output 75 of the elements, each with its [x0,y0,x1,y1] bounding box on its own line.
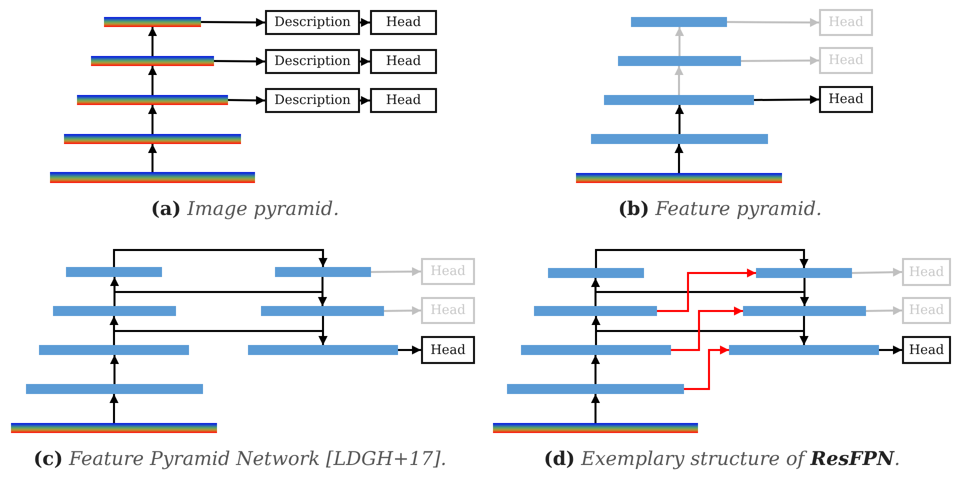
arrow [384,306,422,316]
arrow [675,27,684,56]
arrow [148,105,157,134]
arrow [671,306,743,351]
arrow [800,316,808,345]
image-bar [64,134,241,144]
figure-caption: (d) Exemplary structure of ResFPN. [544,448,900,470]
arrow [591,394,600,423]
arrow [591,355,600,384]
description-box: Description [265,88,360,113]
arrow [201,18,265,27]
arrow [318,277,327,306]
arrow [398,346,421,354]
image-bar [493,423,698,433]
image-bar [50,172,255,183]
arrow [360,96,370,105]
arrow [657,268,756,312]
feature-map-bar [26,384,203,394]
arrow [110,394,118,423]
arrow [674,144,684,173]
feature-map-bar [39,345,189,355]
arrow [675,105,684,134]
feature-map-bar [53,306,176,316]
feature-map-bar [631,17,727,27]
feature-map-bar [507,384,684,394]
feature-map-bar [591,134,768,144]
feature-map-bar [261,306,384,316]
arrow [595,249,808,268]
feature-map-bar [248,345,398,355]
description-box: Description [265,49,360,74]
image-bar [11,423,217,433]
feature-map-bar [618,56,741,66]
arrow [754,95,819,104]
figure-caption: (a) Image pyramid. [150,198,340,220]
head-box: Head [902,336,951,364]
arrow [110,355,119,384]
head-box: Head [370,88,437,113]
feature-map-bar [548,268,644,278]
image-bar [576,173,782,183]
arrow [148,144,157,172]
feature-map-bar [275,267,371,277]
head-box: Head [370,10,437,35]
arrow [360,57,370,66]
arrow [228,96,266,105]
arrow [318,316,328,345]
arrow [727,18,819,27]
arrow [741,56,819,66]
figure-caption: (c) Feature Pyramid Network [LDGH+17]. [33,448,447,470]
arrow [360,18,370,27]
arrow [214,56,266,66]
feature-map-bar [756,268,852,278]
arrow [866,306,902,316]
arrow [113,249,328,267]
arrow [370,267,422,276]
image-bar [104,17,201,27]
feature-map-bar [604,95,754,105]
arrow [800,278,809,306]
arrow [879,346,902,354]
feature-map-bar [521,345,671,355]
arrow [684,346,729,390]
arrow [148,27,157,56]
feature-map-bar [66,267,162,277]
feature-map-bar [534,306,657,316]
image-bar [77,95,228,105]
feature-map-bar [743,306,866,316]
image-bar [91,56,214,66]
arrow [674,66,684,95]
head-box: Head [370,49,437,74]
head-box: Head [819,86,873,113]
figure-caption: (b) Feature pyramid. [618,198,822,220]
description-box: Description [265,10,360,35]
feature-map-bar [729,345,879,355]
head-box: Head [421,336,475,364]
arrow [148,66,157,95]
arrow [852,268,902,277]
